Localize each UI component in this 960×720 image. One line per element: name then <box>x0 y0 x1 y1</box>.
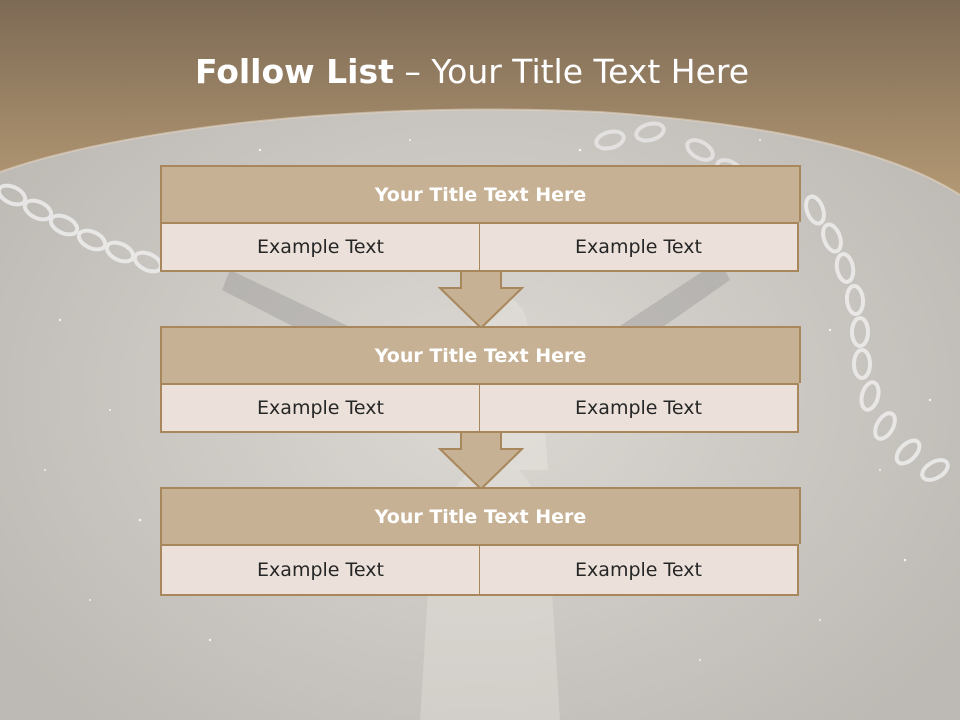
block-cell-right: Example Text <box>480 383 799 433</box>
block-cell-right: Example Text <box>480 222 799 272</box>
block-cell-left: Example Text <box>160 383 481 433</box>
down-arrow-icon <box>438 270 524 330</box>
block-title: Your Title Text Here <box>160 487 801 544</box>
block-title: Your Title Text Here <box>160 326 801 383</box>
header-band <box>0 0 960 195</box>
block-cell-left: Example Text <box>160 544 481 596</box>
list-block-1: Your Title Text Here Example Text Exampl… <box>160 165 801 272</box>
slide-title: Follow List – Your Title Text Here <box>0 52 944 91</box>
down-arrow-icon <box>438 431 524 491</box>
chain-right <box>804 194 950 482</box>
block-cell-left: Example Text <box>160 222 481 272</box>
title-bold: Follow List <box>194 52 394 91</box>
list-block-3: Your Title Text Here Example Text Exampl… <box>160 487 801 596</box>
block-title: Your Title Text Here <box>160 165 801 222</box>
block-cell-right: Example Text <box>480 544 799 596</box>
title-rest: – Your Title Text Here <box>393 52 750 91</box>
list-block-2: Your Title Text Here Example Text Exampl… <box>160 326 801 433</box>
